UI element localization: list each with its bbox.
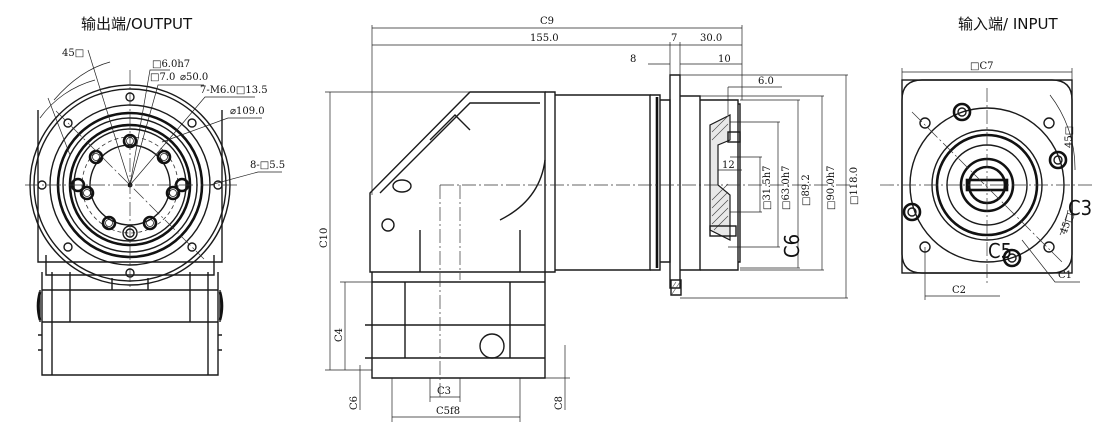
output-dim-d3: ⌀50.0	[180, 72, 208, 83]
side-dim-c9: C9	[540, 16, 554, 27]
output-dim-d2: □7.0	[150, 72, 175, 83]
side-dim-d89: □89.2	[801, 174, 812, 206]
side-dim-c5: C5f8	[436, 406, 460, 417]
side-dim-155: 155.0	[530, 33, 559, 44]
output-dim-d5: ⌀109.0	[230, 106, 265, 117]
side-dim-d118: □118.0	[849, 167, 860, 205]
side-dim-8: 8	[630, 54, 636, 65]
side-dim-c8: C8	[554, 396, 565, 410]
side-dim-7: 7	[671, 33, 677, 44]
input-dim-c3: C3	[1068, 196, 1092, 220]
side-dim-d63: □63.0h7	[781, 165, 792, 210]
input-dim-c5: C5	[988, 239, 1012, 263]
side-dim-6: 6.0	[758, 76, 774, 87]
input-dim-c2: C2	[952, 285, 966, 296]
side-dim-c6-big: C6	[780, 234, 804, 258]
side-dim-c6: C6	[349, 396, 360, 410]
side-dim-12: 12	[722, 160, 735, 171]
input-view: □C7 45□ 45□ C3 C5 C2 C1	[880, 61, 1095, 300]
side-dim-c4: C4	[334, 328, 345, 342]
input-dim-c1: C1	[1058, 270, 1072, 281]
output-view: 45□ □6.0h7 □7.0 ⌀50.0 7-M6.0□13.5 ⌀109.0…	[25, 48, 285, 376]
side-dim-d31: □31.5h7	[762, 165, 773, 210]
output-dim-d6: 8-□5.5	[250, 160, 285, 171]
side-view: C9 155.0 7 30.0 8 10 6.0 12 □31.5h7 □63.…	[319, 16, 860, 422]
output-tapped-holes	[79, 133, 181, 231]
side-dim-10: 10	[718, 54, 731, 65]
output-angle-label: 45□	[62, 48, 84, 59]
side-dim-c3: C3	[437, 386, 451, 397]
input-dim-45-top: 45□	[1064, 126, 1075, 148]
output-view-title: 输出端/OUTPUT	[81, 15, 193, 33]
side-dim-c10: C10	[319, 228, 330, 248]
side-dim-d90: □90.0h7	[826, 165, 837, 210]
input-dim-c7: □C7	[970, 61, 993, 72]
output-dim-d4: 7-M6.0□13.5	[200, 85, 268, 96]
output-dim-d1: □6.0h7	[152, 59, 190, 70]
input-view-title: 输入端/ INPUT	[958, 15, 1058, 33]
side-dim-30: 30.0	[700, 33, 722, 44]
